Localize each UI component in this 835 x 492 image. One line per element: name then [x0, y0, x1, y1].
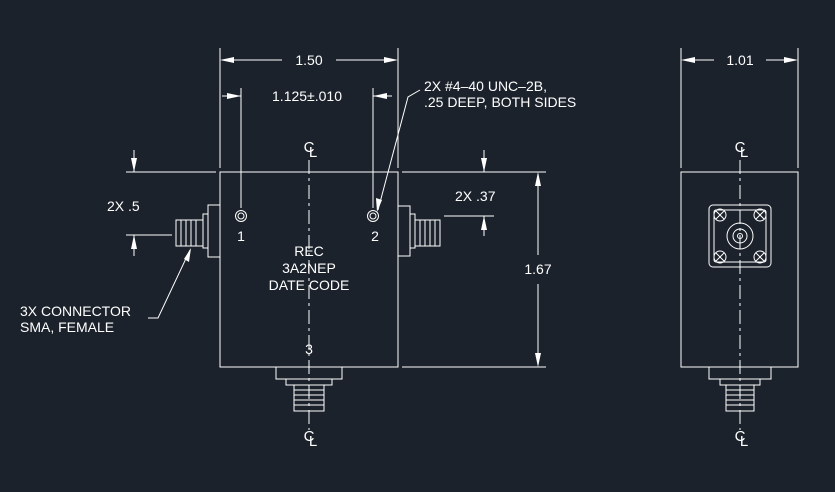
port-number-1: 1 [237, 228, 245, 244]
dimension-height-value: 1.67 [524, 261, 551, 277]
centerline-symbol-front-top: C L [304, 139, 318, 161]
side-view: C L C L [680, 139, 799, 450]
dimension-port-offset-left-value: 2X .5 [107, 198, 140, 214]
sma-flange-side [708, 204, 772, 268]
sma-connector-right [397, 205, 441, 257]
svg-text:L: L [309, 144, 317, 161]
centerline-symbol-side-top: C L [735, 139, 749, 161]
front-view: REC 3A2NEP DATE CODE 1 2 3 C L C L [175, 139, 441, 450]
sma-connector-bottom-side [708, 366, 772, 412]
flange-screw-tl [713, 208, 727, 222]
body-label-line2: 3A2NEP [282, 260, 336, 276]
dimension-width-front: 1.50 [219, 48, 399, 168]
body-label-line1: REC [294, 243, 324, 259]
flange-screw-br [753, 250, 767, 264]
dimension-hole-spacing: 1.125±.010 [222, 88, 392, 208]
port-number-3: 3 [305, 341, 313, 357]
flange-screw-bl [713, 250, 727, 264]
dimension-width-side: 1.01 [680, 48, 799, 168]
svg-text:C: C [735, 428, 746, 445]
svg-text:C: C [304, 139, 315, 156]
svg-text:C: C [735, 139, 746, 156]
tapped-holes-note: 2X #4–40 UNC–2B, .25 DEEP, BOTH SIDES [376, 78, 576, 212]
body-label-line3: DATE CODE [269, 277, 350, 293]
connector-note-line2: SMA, FEMALE [20, 319, 114, 335]
tapped-holes-note-line2: .25 DEEP, BOTH SIDES [424, 94, 576, 110]
dimension-width-front-value: 1.50 [295, 52, 322, 68]
dimension-hole-spacing-value: 1.125±.010 [272, 88, 342, 104]
dimension-width-side-value: 1.01 [726, 52, 753, 68]
flange-screw-tr [753, 208, 767, 222]
connector-note: 3X CONNECTOR SMA, FEMALE [20, 248, 191, 335]
dimension-port-offset-right: 2X .37 [402, 150, 546, 236]
centerline-symbol-side-bottom: C L [735, 428, 749, 450]
dimension-port-offset-right-value: 2X .37 [455, 188, 496, 204]
tapped-holes-note-line1: 2X #4–40 UNC–2B, [424, 78, 547, 94]
centerline-symbol-front-bottom: C L [304, 428, 318, 450]
sma-connector-bottom [275, 366, 343, 412]
mounting-hole-2 [367, 210, 379, 222]
dimension-height: 1.67 [402, 172, 552, 368]
mounting-hole-1 [235, 210, 247, 222]
svg-text:C: C [304, 428, 315, 445]
sma-connector-left [175, 204, 221, 258]
connector-note-line1: 3X CONNECTOR [20, 303, 131, 319]
svg-text:L: L [309, 433, 317, 450]
port-number-2: 2 [371, 228, 379, 244]
svg-text:L: L [740, 144, 748, 161]
svg-text:L: L [740, 433, 748, 450]
dimension-port-offset-left: 2X .5 [107, 150, 216, 256]
